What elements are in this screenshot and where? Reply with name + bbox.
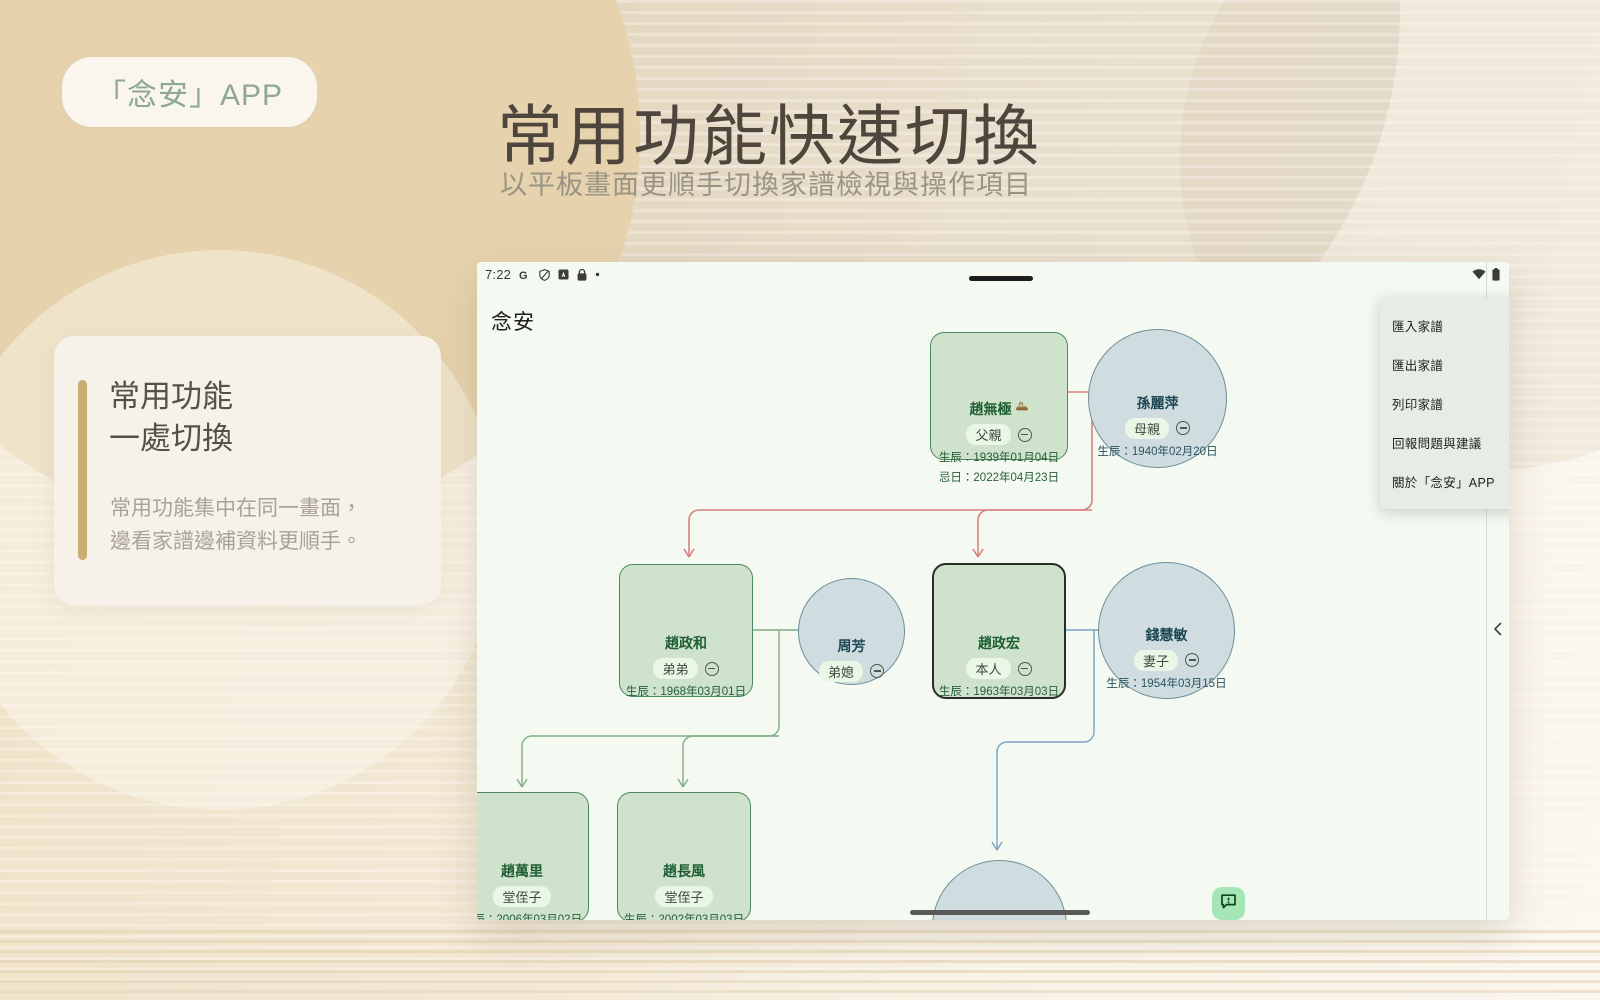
node-name: 錢慧敏: [1145, 626, 1188, 643]
feature-info-card: 常用功能 一處切換 常用功能集中在同一畫面， 邊看家譜邊補資料更順手。: [54, 336, 441, 605]
node-birth: 生辰：1954年03月15日: [1106, 677, 1227, 690]
node-name: 趙政宏: [978, 635, 1020, 651]
collapse-minus-icon[interactable]: [1185, 653, 1199, 667]
dot-icon: [595, 272, 600, 277]
collapse-minus-icon[interactable]: [870, 664, 884, 678]
tree-node-younger-brother[interactable]: 趙政和 弟弟 生辰：1968年03月01日: [619, 564, 753, 698]
collapse-minus-icon[interactable]: [1017, 661, 1032, 676]
node-role-row: 父親: [931, 424, 1067, 445]
tree-node-nephew-1[interactable]: 趙萬里 堂侄子 生辰：2006年03月02日: [477, 792, 589, 920]
node-birth: 生辰：1940年02月20日: [1097, 445, 1218, 458]
menu-item-print[interactable]: 列印家譜: [1392, 398, 1444, 412]
tablet-screenshot: 7:22 G 念安: [477, 262, 1509, 920]
node-death: 忌日：2022年04月23日: [938, 472, 1060, 484]
node-role-row: 妻子: [1133, 649, 1199, 671]
menu-item-import[interactable]: 匯入家譜: [1392, 320, 1444, 334]
node-role: 母親: [1124, 417, 1169, 439]
info-card-heading-line-1: 常用功能: [109, 379, 233, 414]
incense-burner-icon: [1015, 401, 1029, 418]
node-role-row: 母親: [1124, 417, 1190, 439]
tree-node-self[interactable]: 趙政宏 本人 生辰：1963年03月03日: [932, 563, 1066, 699]
collapse-minus-icon[interactable]: [704, 661, 719, 676]
info-card-body-line-2: 邊看家譜邊補資料更順手。: [110, 529, 362, 553]
collapse-minus-icon[interactable]: [1176, 421, 1190, 435]
family-tree-canvas[interactable]: 趙無極 父親 生辰：1939年01月04日 忌日：2022年04月23日 孫麗萍: [477, 329, 1509, 920]
app-badge-icon: [558, 269, 569, 280]
feedback-message-icon: [1220, 893, 1237, 915]
status-bar: 7:22 G: [477, 262, 1509, 290]
android-gesture-bar[interactable]: [910, 910, 1090, 915]
node-role-row: 本人: [934, 658, 1064, 679]
avatar: [667, 579, 705, 627]
avatar: [1148, 571, 1186, 619]
battery-icon: [1492, 268, 1500, 281]
accent-bar: [78, 380, 87, 560]
info-card-heading-line-2: 一處切換: [109, 420, 233, 456]
node-birth: 生辰：1968年03月01日: [625, 686, 747, 698]
node-role-row: 弟媳: [818, 660, 884, 682]
node-birth: 生辰：1939年01月04日: [938, 452, 1060, 464]
chevron-left-icon[interactable]: [1493, 622, 1503, 639]
avatar: [981, 868, 1019, 916]
node-name: 趙無極: [931, 399, 1067, 419]
node-role: 父親: [966, 424, 1011, 445]
google-g-icon: G: [519, 269, 531, 281]
node-name: 孫麗萍: [1136, 394, 1179, 411]
background-bottom-band: [0, 930, 1600, 1000]
menu-item-export[interactable]: 匯出家譜: [1392, 359, 1444, 373]
drawer-divider: [1485, 262, 1487, 920]
node-name: 趙萬里: [501, 863, 543, 879]
node-birth: 生辰：1963年03月03日: [938, 686, 1060, 698]
avatar: [980, 579, 1018, 627]
tree-node-brother-wife[interactable]: 周芳 弟媳: [798, 578, 905, 685]
node-birth: 生辰：2006年03月02日: [477, 914, 583, 920]
node-name: 趙政和: [665, 635, 707, 651]
menu-item-feedback[interactable]: 回報問題與建議: [1392, 437, 1482, 451]
app-title: 念安: [491, 311, 535, 334]
lock-icon: [577, 268, 587, 281]
info-card-heading: 常用功能 一處切換: [109, 376, 233, 460]
node-role-row: 堂侄子: [477, 886, 588, 907]
node-name: 趙長風: [663, 863, 705, 879]
node-role: 堂侄子: [493, 886, 551, 907]
node-role-row: 弟弟: [620, 658, 752, 679]
node-name: 周芳: [837, 637, 866, 654]
status-bar-right: [1472, 268, 1500, 281]
avatar: [833, 582, 871, 630]
tree-node-nephew-2[interactable]: 趙長風 堂侄子 生辰：2002年03月03日: [617, 792, 751, 920]
avatar: [1139, 339, 1177, 387]
status-bar-left: 7:22 G: [485, 267, 600, 282]
feedback-fab-button[interactable]: [1212, 887, 1245, 920]
wifi-icon: [1472, 269, 1486, 280]
tree-node-mother[interactable]: 孫麗萍 母親 生辰：1940年02月20日: [1088, 329, 1227, 468]
page-subtitle: 以平板畫面更順手切換家譜檢視與操作項目: [500, 170, 1032, 200]
tree-node-father[interactable]: 趙無極 父親 生辰：1939年01月04日 忌日：2022年04月23日: [930, 332, 1068, 484]
node-role: 弟弟: [653, 658, 698, 679]
node-role: 妻子: [1133, 649, 1178, 671]
node-role: 堂侄子: [655, 886, 713, 907]
status-time: 7:22: [485, 267, 512, 282]
menu-item-about[interactable]: 關於「念安」APP: [1392, 476, 1495, 490]
collapse-minus-icon[interactable]: [1017, 427, 1032, 442]
info-card-body-line-1: 常用功能集中在同一畫面，: [110, 497, 362, 520]
avatar: [980, 345, 1018, 393]
info-card-body: 常用功能集中在同一畫面， 邊看家譜邊補資料更順手。: [110, 493, 362, 558]
avatar: [665, 807, 703, 855]
node-role: 弟媳: [818, 660, 863, 682]
node-birth: 生辰：2002年03月03日: [623, 914, 745, 920]
avatar: [503, 807, 541, 855]
app-badge: 「念安」APP: [62, 57, 318, 127]
node-role: 本人: [966, 658, 1011, 679]
svg-text:G: G: [519, 270, 528, 281]
node-role-row: 堂侄子: [618, 886, 750, 907]
shield-icon: [539, 268, 550, 281]
overflow-menu[interactable]: 匯入家譜 匯出家譜 列印家譜 回報問題與建議 關於「念安」APP: [1380, 298, 1509, 509]
tree-node-wife[interactable]: 錢慧敏 妻子 生辰：1954年03月15日: [1098, 562, 1235, 699]
window-drag-handle[interactable]: [969, 276, 1033, 281]
page-title: 常用功能快速切換: [497, 99, 1041, 173]
